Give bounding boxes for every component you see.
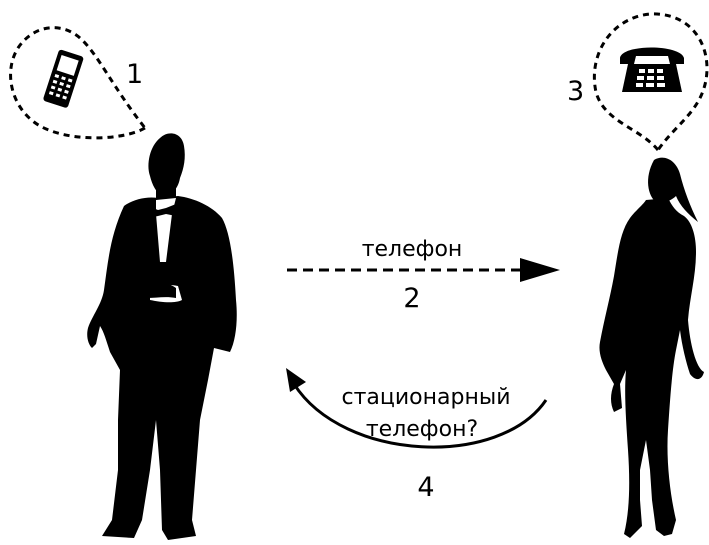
- top-arrow-head: [520, 258, 560, 282]
- mobile-phone-icon: [43, 49, 84, 108]
- desk-phone-icon: [620, 47, 684, 92]
- step-1-label: 1: [126, 59, 143, 90]
- bottom-curved-arrow: [292, 383, 548, 449]
- bottom-arrow-head: [286, 368, 306, 392]
- man-silhouette: [87, 133, 237, 540]
- bottom-arrow-label-line2: телефон?: [366, 417, 478, 442]
- top-arrow-label: телефон: [362, 237, 463, 262]
- step-2-label: 2: [403, 283, 420, 314]
- woman-silhouette: [599, 157, 704, 538]
- step-4-label: 4: [417, 472, 434, 503]
- bottom-arrow-label-line1: стационарный: [341, 385, 510, 410]
- step-3-label: 3: [567, 76, 584, 107]
- left-thought-bubble: [9, 26, 148, 140]
